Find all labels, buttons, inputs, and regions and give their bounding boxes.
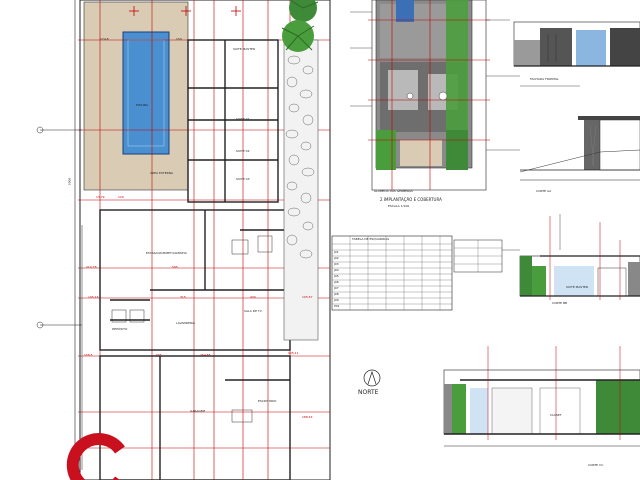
table-row: J03 — [334, 262, 339, 266]
dim-1379: 13,79 — [96, 195, 105, 199]
section-suite-master: SUITE MASTER — [566, 285, 589, 289]
facade-elevation — [513, 21, 640, 67]
pool-dim-right: 150 — [176, 37, 182, 41]
floor-plan — [36, 0, 331, 480]
dim-1585: 158,5 — [84, 353, 93, 357]
dim-315: 315 — [180, 295, 186, 299]
section-closet: CLOSET — [550, 413, 562, 417]
north-label: NORTE — [358, 389, 379, 396]
room-estar-gourmet: ESTAR/GOURMET/COZINHA — [146, 251, 187, 255]
section-aa — [443, 346, 640, 447]
section-cc — [519, 85, 640, 181]
table-row: J04 — [334, 268, 339, 272]
dim-430: 430 — [250, 295, 256, 299]
room-deposito: DEPÓSITO — [112, 327, 128, 331]
table-row: J08 — [334, 292, 339, 296]
schedule-table — [331, 235, 503, 311]
implantacao-title: 2 IMPLANTAÇÃO E COBERTURA — [380, 197, 442, 202]
section-bb — [500, 214, 640, 300]
room-suite-01: SUITE 01 — [236, 117, 250, 121]
corte-cc-label: CORTE CC — [588, 463, 604, 467]
room-garagem: GARAGEM — [190, 409, 206, 413]
table-row: J09 — [334, 298, 339, 302]
alameda-label: ALAMEDA DAS GERBERAS — [374, 189, 413, 193]
palm-tree-icon — [281, 0, 319, 52]
pool-dim-left: 174,8 — [100, 37, 109, 41]
room-piscina: PISCINA — [136, 103, 148, 107]
table-row: J01 — [334, 250, 339, 254]
room-lavanderia: LAVANDERIA — [176, 321, 195, 325]
dim-595: 595 — [172, 265, 178, 269]
implantacao-plan — [350, 0, 520, 191]
implantacao-scale: ESCALA 1/100 — [388, 204, 410, 208]
table-row: J05 — [334, 274, 339, 278]
dim-26485: 264,85 — [200, 353, 211, 357]
dim-3000: 3000 — [67, 177, 72, 186]
pool-shape — [122, 31, 170, 155]
north-arrow-icon — [363, 369, 381, 387]
fachada-label: FACHADA FRONTAL — [530, 77, 559, 81]
dim-10557: 105,57 — [302, 295, 313, 299]
dim-10511: 105,11 — [288, 351, 299, 355]
room-area-externa: ÁREA EXTERNA — [150, 171, 174, 175]
room-suite-03: SUITE 03 — [236, 177, 250, 181]
table-title: TABELA DE ESQUADRIAS — [352, 237, 390, 241]
dim-605: 605 — [156, 353, 162, 357]
dim-18844: 188,44 — [302, 415, 313, 419]
dim-10516: 105,16 — [88, 295, 99, 299]
corte-bb-label: CORTE BB — [552, 301, 568, 305]
room-escritorio: ESCRITÓRIO — [258, 399, 277, 403]
dim-120: 120 — [118, 195, 124, 199]
room-sala-tv: SALA DE TV — [244, 309, 262, 313]
corte-aa-label: CORTE AA — [536, 189, 552, 193]
table-row: P01 — [334, 304, 340, 308]
dim-21078: 210,78 — [86, 265, 97, 269]
room-suite-02: SUITE 02 — [236, 149, 250, 153]
table-row: J06 — [334, 280, 339, 284]
table-row: J02 — [334, 256, 339, 260]
table-row: J07 — [334, 286, 339, 290]
room-suite-master: SUITE MASTER — [233, 47, 256, 51]
